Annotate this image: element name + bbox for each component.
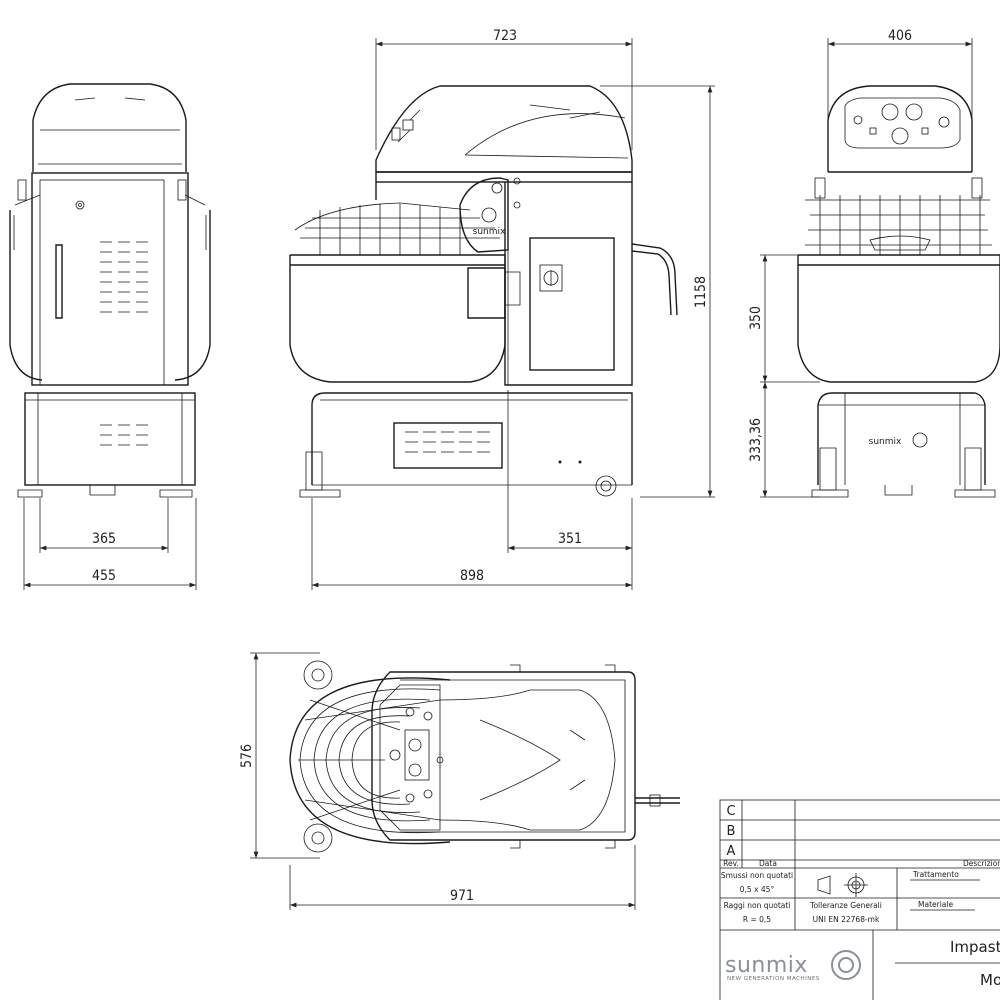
vent-grille-upper: [100, 241, 148, 313]
dim-depth-front: 351: [558, 531, 582, 547]
dim-right-width: 406: [888, 28, 912, 44]
rev-row-c: C: [726, 804, 735, 819]
date-header: Data: [759, 859, 777, 868]
dim-left-outer: 455: [92, 568, 116, 584]
left-view: [9, 83, 211, 498]
dim-left-inner: 365: [92, 531, 116, 547]
left-dimensions: 365 455: [23, 498, 197, 590]
radii-label: Raggi non quotati: [724, 901, 791, 910]
title-block: C B A Rev. Data Descrizione Smussi non q…: [719, 799, 1000, 1000]
title-logo: sunmix: [725, 953, 808, 978]
dim-base-height: 333,36: [748, 418, 764, 462]
rev-row-b: B: [727, 824, 736, 839]
center-dimensions: 723 1158 351 898: [311, 28, 715, 590]
title-sunmix-logo-icon: [831, 950, 861, 980]
rev-row-a: A: [727, 844, 736, 859]
dim-plan-width: 576: [239, 744, 255, 768]
rev-header: Rev.: [723, 859, 739, 868]
dim-plan-length: 971: [450, 888, 474, 904]
radii-value: R = 0,5: [743, 915, 771, 924]
treatment-label: Trattamento: [912, 870, 959, 879]
tolerance-label: Tolleranze Generali: [809, 901, 882, 910]
title-line-1: Impasta: [950, 938, 1000, 956]
dim-top-width: 723: [493, 28, 517, 44]
right-brand-label: sunmix: [869, 437, 902, 447]
projection-symbol-icon: [817, 873, 868, 897]
title-logo-sub: NEW GENERATION MACHINES: [727, 976, 820, 982]
center-brand-label: sunmix: [473, 227, 506, 237]
center-view: sunmix: [289, 85, 678, 498]
sunmix-logo-icon: [481, 207, 497, 223]
chamfers-value: 0,5 x 45°: [740, 885, 775, 894]
plan-dimensions: 576 971: [239, 652, 636, 910]
dim-height-total: 1158: [693, 276, 709, 308]
right-sunmix-logo-icon: [912, 432, 928, 448]
right-dimensions: 406 350 333,36: [748, 28, 973, 498]
chamfers-label: Smussi non quotati: [721, 871, 793, 880]
desc-header: Descrizione: [963, 859, 1000, 868]
material-label: Materiale: [918, 900, 953, 909]
title-line-2: Mo: [980, 971, 1000, 989]
dim-bowl-height: 350: [748, 306, 764, 330]
dim-depth-total: 898: [460, 568, 484, 584]
plan-view: [289, 660, 680, 853]
tolerance-value: UNI EN 22768-mk: [813, 915, 880, 924]
right-view: sunmix: [797, 85, 1000, 498]
